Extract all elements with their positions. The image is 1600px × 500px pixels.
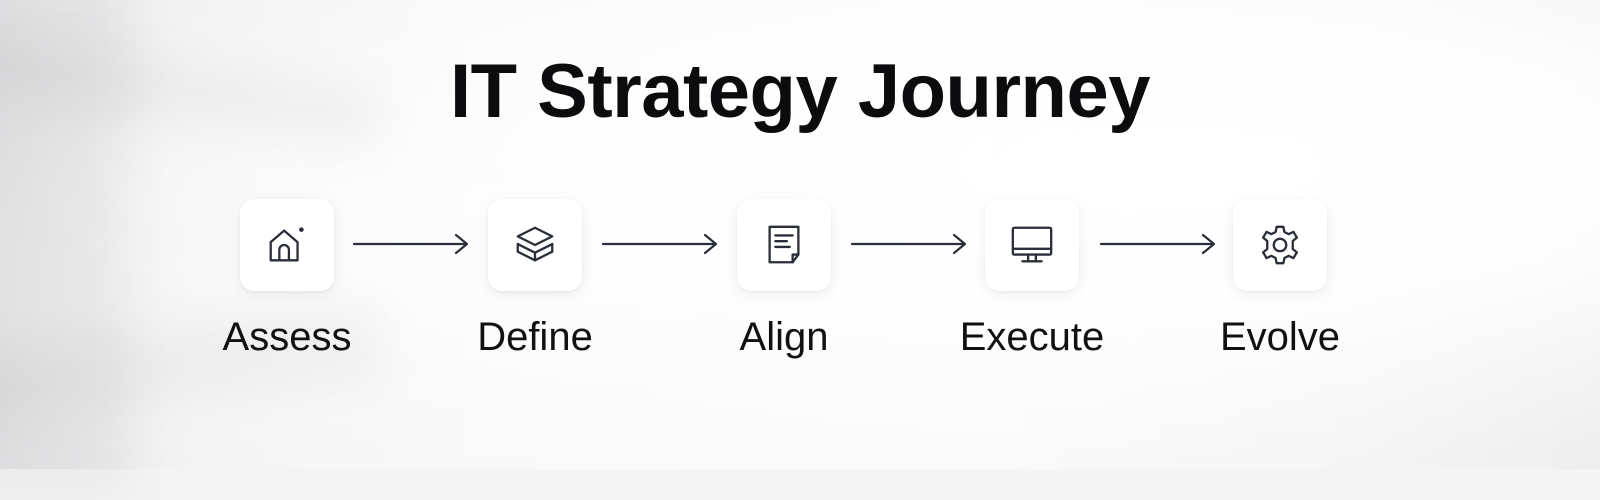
gear-icon bbox=[1261, 225, 1299, 265]
arrow-right-icon bbox=[352, 233, 469, 255]
step-execute: Execute bbox=[952, 199, 1112, 369]
step-label: Execute bbox=[959, 315, 1105, 359]
arrow-right-icon bbox=[850, 233, 967, 255]
document-icon bbox=[768, 225, 800, 264]
page-title: IT Strategy Journey bbox=[449, 49, 1151, 134]
layers-icon bbox=[516, 226, 554, 262]
step-evolve: Evolve bbox=[1200, 199, 1360, 369]
step-define: Define bbox=[455, 199, 615, 369]
step-tile bbox=[240, 199, 334, 291]
home-icon bbox=[269, 227, 304, 262]
step-tile bbox=[488, 199, 582, 291]
step-assess: Assess bbox=[207, 199, 367, 369]
arrow-right-icon bbox=[601, 233, 718, 255]
arrow-1 bbox=[352, 232, 472, 256]
step-align: Align bbox=[704, 199, 864, 369]
arrow-2 bbox=[601, 232, 721, 256]
step-tile bbox=[1233, 199, 1327, 291]
monitor-icon bbox=[1011, 226, 1053, 263]
arrow-4 bbox=[1099, 232, 1219, 256]
step-label: Assess bbox=[222, 315, 352, 359]
step-label: Align bbox=[739, 315, 829, 359]
arrow-right-icon bbox=[1099, 233, 1216, 255]
step-tile bbox=[737, 199, 831, 291]
step-label: Evolve bbox=[1219, 315, 1341, 359]
arrow-3 bbox=[850, 232, 970, 256]
step-tile bbox=[985, 199, 1079, 291]
step-label: Define bbox=[477, 315, 593, 359]
